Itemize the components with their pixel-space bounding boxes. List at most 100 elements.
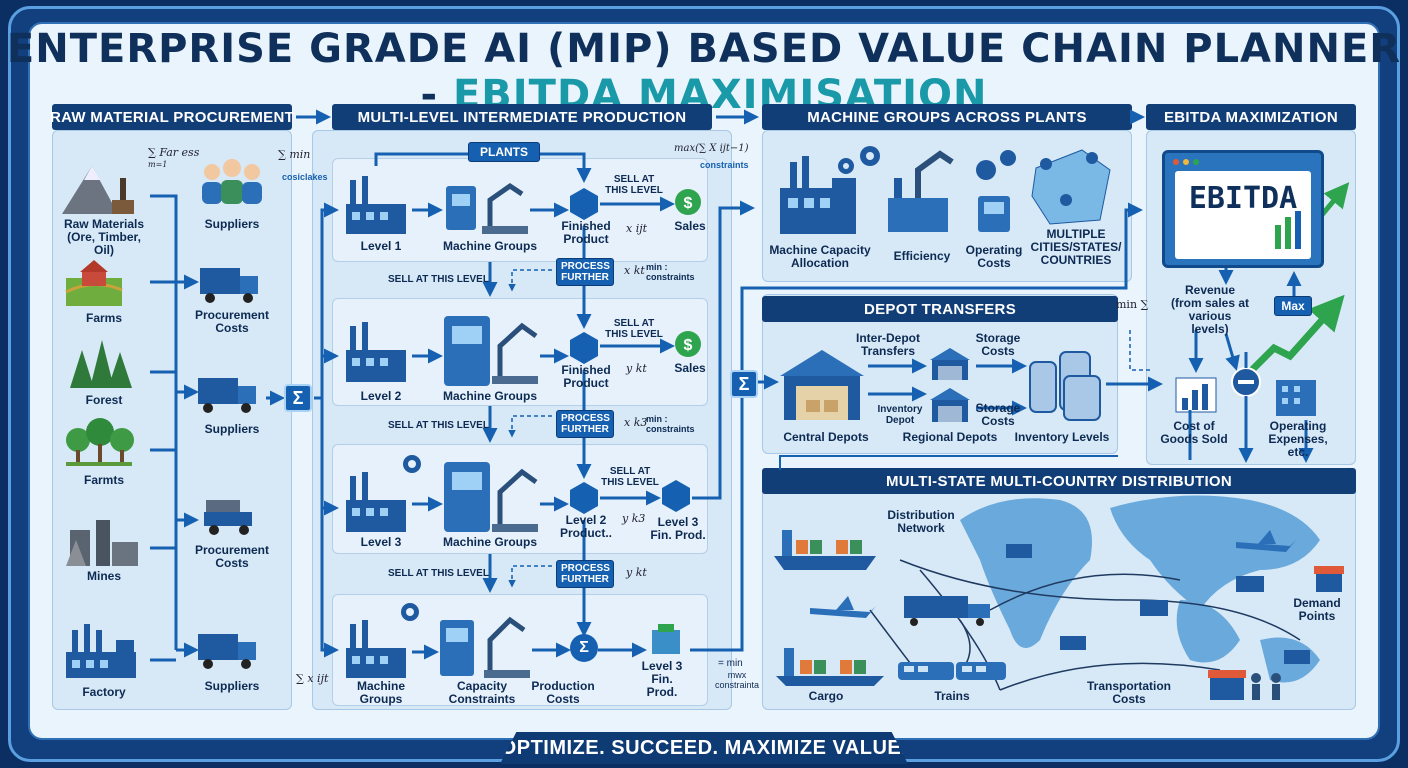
eq-min-sub: mwx constrainta [714,670,760,690]
process-further-tag-2: PROCESS FURTHER [556,410,614,438]
supplier-label-2: Procurement Costs [194,308,270,335]
level2-x-k3: x k3 [624,416,648,429]
machines-header: MACHINE GROUPS ACROSS PLANTS [762,104,1132,130]
supplier-label-3: Suppliers [204,422,260,436]
depot-math: min ∑ [1116,298,1149,311]
container-train-icon [904,596,990,626]
map-pin-icon [1031,149,1111,225]
level1-sell-tag: SELL AT THIS LEVEL [605,174,663,196]
level2-machines-label: Machine Groups [442,389,537,403]
level1-finished-label: Finished Product [561,219,611,246]
distribution-routes [869,559,1301,691]
svg-text:$: $ [684,337,693,354]
production-math-left-sub: cosiclakes [282,172,328,182]
supplier-label-5: Suppliers [204,679,260,693]
eq-min: = min [718,658,743,669]
depot-header: DEPOT TRANSFERS [762,296,1118,322]
level3-fin-label-b: Level 3 Fin. Prod. [641,659,683,699]
level2-sell-this-level: SELL AT THIS LEVEL [388,420,489,431]
level1-x-ijt: x ijt [626,222,648,235]
truck-icons-map [1006,544,1310,664]
storage-costs-2-label: Storage Costs [975,401,1021,428]
ebitda-header: EBITDA MAXIMIZATION [1146,104,1356,130]
trains-icon [898,662,1006,680]
trains-label: Trains [934,689,970,703]
world-map [960,495,1320,683]
truck-icon-3 [204,500,252,535]
efficiency-label: Efficiency [893,249,951,263]
truck-icon-4 [198,634,256,669]
footer-slogan: OPTIMIZE. SUCCEED. MAXIMIZE VALUE. [500,732,908,764]
production-math-left: ∑ min [278,148,311,161]
level3-sell-this-level: SELL AT THIS LEVEL [388,568,489,579]
machine-group-icons [440,182,538,678]
level2-finished-label: Finished Product [561,363,611,390]
page-title: ENTERPRISE GRADE AI (MIP) BASED VALUE CH… [0,26,1408,118]
plant-icons [346,176,406,678]
level2-product-label: Level 2 Product.. [559,513,612,540]
machine-capacity-label: Machine Capacity Allocation [769,243,871,270]
farm-icon [65,260,123,306]
level1-label: Level 1 [360,239,402,253]
trees-icon [66,418,134,466]
efficiency-robot-icon [888,150,954,232]
level2-sales-label: Sales [674,361,706,375]
distribution-header: MULTI-STATE MULTI-COUNTRY DISTRIBUTION [762,468,1356,494]
source-label-factory: Factory [82,685,126,699]
sum-node-level3: Σ [570,634,598,662]
level2-y-kt: y kt [626,362,647,375]
sum-xijt: ∑ x ijt [296,672,329,685]
truck-icon-2 [198,378,256,413]
cogs-label: Cost of Goods Sold [1160,419,1228,446]
inventory-depot-label: Inventory Depot [877,404,923,426]
sales-dollar-icons: $ $ [675,189,701,357]
revenue-label: Revenue (from sales at various levels) [1170,283,1250,336]
opex-label: Operating Expenses, etc. [1268,419,1328,459]
source-label-farmts: Farmts [83,473,124,487]
raw-header: RAW MATERIAL PROCUREMENT [50,104,294,130]
gear-icons [401,455,421,621]
raw-math: ∑ Far ess [148,146,200,159]
production-math-max-sub: constraints [700,160,749,170]
title-main: ENTERPRISE GRADE AI (MIP) BASED VALUE CH… [6,26,1402,118]
transportation-costs-label: Transportation Costs [1086,679,1171,706]
demand-store-icon [1314,566,1344,592]
distribution-network-label: Distribution Network [887,508,955,535]
raw-panel [52,130,292,710]
level1-sell-this-level: SELL AT THIS LEVEL [388,274,489,285]
regional-depot-icon-2 [930,388,970,422]
process-further-tag-3: PROCESS FURTHER [556,560,614,588]
operating-costs-label: Operating Costs [965,243,1023,270]
level4-machines-label: Machine Groups [356,679,405,706]
shop-people-icon [1208,670,1281,700]
level2-label: Level 2 [360,389,402,403]
ebitda-monitor: EBITDA [1162,150,1324,268]
svg-text:$: $ [684,195,693,212]
source-label-raw-materials: Raw Materials (Ore, Timber, Oil) [63,217,145,257]
forest-icon [70,340,132,388]
level1-min-constraints: min : constraints [646,262,695,282]
truck-icon-1 [200,268,258,303]
level1-x-kt: x kt [624,264,645,277]
central-depot-icon [780,350,864,420]
sum-node-raw: Σ [284,384,312,412]
cargo-ship-icon [776,648,884,686]
storage-costs-1-label: Storage Costs [975,331,1021,358]
plane-icon-2 [1236,530,1296,552]
capacity-constraints-label: Capacity Constraints [448,679,516,706]
multiple-cities-label: MULTIPLE CITIES/STATES/ COUNTRIES [1030,227,1122,267]
level1-sales-label: Sales [674,219,706,233]
cube-icons [570,188,690,514]
inventory-tank-icon [1029,351,1101,421]
level3-y-k3: y k3 [622,512,646,525]
level2-sell-tag: SELL AT THIS LEVEL [605,318,663,340]
inventory-levels-label: Inventory Levels [1014,430,1110,444]
production-cost-icon [652,624,680,654]
source-label-forest: Forest [85,393,123,407]
suppliers-people-icon [202,159,262,204]
cargo-label: Cargo [808,689,844,703]
plants-tag: PLANTS [468,142,540,162]
factory-icon [66,624,136,678]
supplier-label-4: Procurement Costs [194,543,270,570]
